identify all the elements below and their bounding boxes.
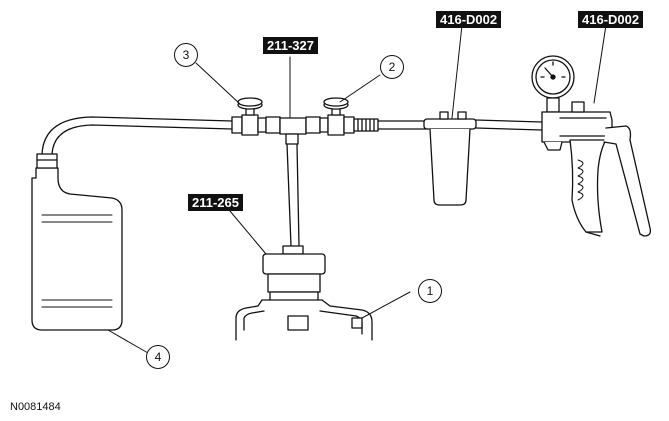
figure-code: N0081484	[10, 401, 61, 413]
pump-hose	[475, 119, 543, 131]
tool-label-cap-adapter: 211-265	[188, 194, 243, 211]
bottle-hose	[41, 116, 233, 155]
callout-fluid-bottle: 4	[146, 345, 170, 369]
callout-right-valve: 2	[380, 55, 404, 79]
reservoir-cup	[423, 111, 477, 206]
threaded-fitting	[353, 118, 379, 132]
fluid-bottle	[31, 153, 123, 331]
tool-label-vacuum-pump: 416-D002	[578, 11, 644, 28]
cap-adapter	[262, 143, 326, 293]
right-valve	[305, 97, 355, 136]
callout-left-valve: 3	[174, 43, 198, 67]
cup-hose	[377, 120, 429, 130]
leader-lines	[107, 24, 607, 354]
callout-reservoir-pipe: 1	[418, 279, 442, 303]
center-tee	[279, 117, 307, 145]
vacuum-pump	[531, 55, 652, 237]
reservoir-pipe	[235, 291, 373, 341]
tool-label-reservoir-cup: 416-D002	[436, 11, 502, 28]
tool-label-center-tee: 211-327	[263, 37, 318, 54]
